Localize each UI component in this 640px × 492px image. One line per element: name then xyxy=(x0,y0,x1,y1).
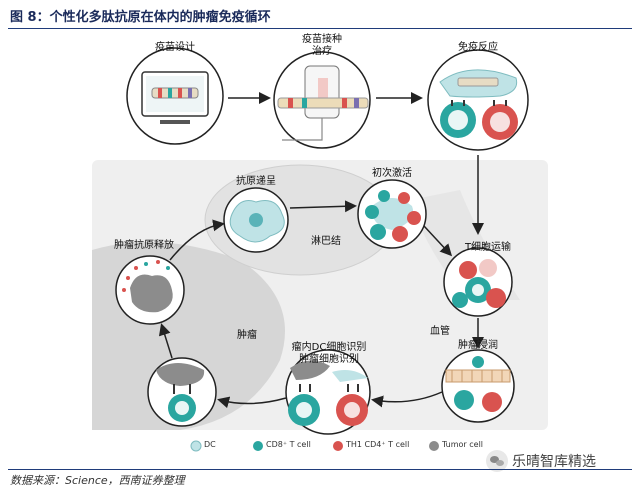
priming-activation-label: 初次激活 xyxy=(372,168,412,179)
t-cell-trafficking-step xyxy=(443,247,513,317)
recognition-label-line1: 瘤内DC细胞识别 xyxy=(291,342,367,353)
watermark: 乐晴智库精选 xyxy=(486,450,596,472)
immune-response-step xyxy=(427,49,529,151)
blood-vessel-label: 血管 xyxy=(430,326,450,337)
watermark-text: 乐晴智库精选 xyxy=(512,454,596,470)
peptide-strand xyxy=(277,97,369,109)
tumor-infiltration-step xyxy=(441,349,515,423)
recognition-step xyxy=(285,349,371,435)
legend-item-cd8: CD8⁺ T cell xyxy=(266,440,311,449)
vaccination-label-line1: 疫苗接种 xyxy=(302,34,342,45)
tumor-infiltration-label: 肿瘤浸润 xyxy=(458,340,498,351)
priming-activation-step xyxy=(357,179,427,249)
title-divider xyxy=(8,28,632,29)
dc-legend-icon xyxy=(190,440,202,452)
bottom-divider xyxy=(8,469,632,470)
antigen-release-label: 肿瘤抗原释放 xyxy=(114,240,174,251)
antigen-presentation-label: 抗原递呈 xyxy=(236,176,276,187)
vaccination-step xyxy=(273,51,371,149)
arrow-priming-to-trafficking xyxy=(423,225,453,257)
arrow-infiltration-to-recognition xyxy=(371,391,443,408)
vaccine-design-label: 疫苗设计 xyxy=(155,42,195,53)
source-note: 数据来源：Science，西南证券整理 xyxy=(10,474,185,487)
t-cell-trafficking-label: T细胞运输 xyxy=(464,242,512,253)
wechat-logo-icon xyxy=(486,450,508,472)
peptide-bar xyxy=(151,87,199,99)
antigen-release-step xyxy=(115,255,185,325)
recognition-label-line2: 肿瘤细胞识别 xyxy=(299,354,359,365)
cd8-t-cell-legend-icon xyxy=(253,441,263,451)
arrow-presentation-to-priming xyxy=(289,200,357,213)
tumor-label: 肿瘤 xyxy=(237,330,257,341)
legend-item-th1: TH1 CD4⁺ T cell xyxy=(346,440,410,449)
immune-response-label: 免疫反应 xyxy=(458,42,498,53)
arrow-release-to-presentation xyxy=(169,219,225,261)
legend-item-tumor: Tumor cell xyxy=(442,440,484,449)
legend-swatches xyxy=(190,440,439,452)
vaccination-label-line2: 治疗 xyxy=(312,46,332,57)
tumor-cell-legend-icon xyxy=(429,441,439,451)
th1-cd4-t-cell-legend-icon xyxy=(333,441,343,451)
legend-item-dc: DC xyxy=(204,440,216,449)
lymph-node-label: 淋巴结 xyxy=(311,236,341,247)
figure-title: 图 8：个性化多肽抗原在体内的肿瘤免疫循环 xyxy=(10,10,271,25)
arrow-killing-to-release xyxy=(158,323,173,359)
vaccine-design-step xyxy=(126,47,224,145)
arrow-recognition-to-killing xyxy=(217,396,287,409)
antigen-presentation-step xyxy=(223,187,289,253)
tumor-killing-step xyxy=(147,357,217,427)
